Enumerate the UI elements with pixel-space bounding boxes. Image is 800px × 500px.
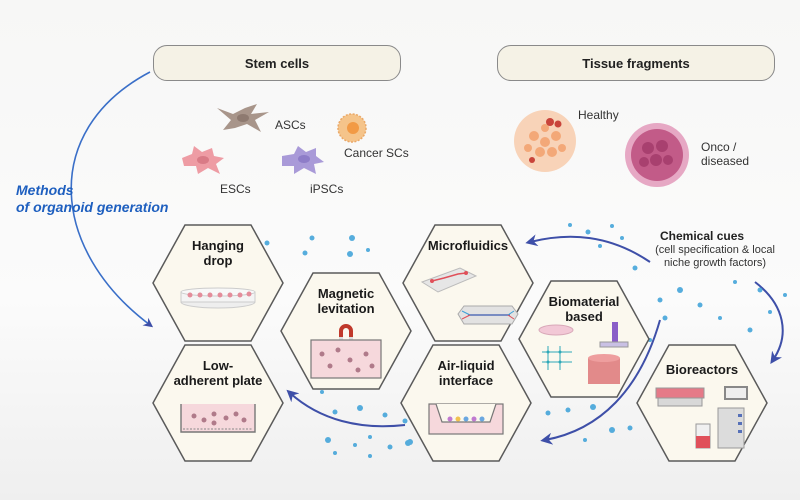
magnetic-levitation-title-1: Magnetic <box>317 286 375 301</box>
microfluidics-title-1: Microfluidics <box>427 238 509 253</box>
method-low-adherent-plate: Low-adherent plate <box>152 344 284 462</box>
air-liquid-title-1: Air-liquid <box>437 358 495 373</box>
arrow-to-low-adherent <box>286 389 406 428</box>
bioreactor-equipment-icon <box>655 386 748 449</box>
low-adherent-title-2: adherent plate <box>173 373 263 388</box>
stem-cells-header: Stem cells <box>153 45 401 81</box>
healthy-tissue-icon <box>514 110 576 172</box>
healthy-label: Healthy <box>578 108 619 122</box>
air-liquid-title-2: interface <box>438 373 494 388</box>
ascs-cell-icon <box>217 104 269 132</box>
method-bioreactors: Bioreactors <box>636 344 768 462</box>
ascs-label: ASCs <box>275 118 306 132</box>
chemical-dots <box>264 223 787 458</box>
biomaterial-scaffold-icon <box>538 322 629 384</box>
methods-label-line2: of organoid generation <box>16 199 169 215</box>
arrow-to-microfluidics <box>525 234 651 263</box>
transwell-icon <box>428 403 504 435</box>
petri-dish-icon <box>180 287 256 309</box>
low-adherent-title-1: Low- <box>202 358 234 373</box>
hanging-drop-title-1: Hanging <box>192 238 244 253</box>
cancer-scs-label: Cancer SCs <box>344 146 409 160</box>
biomaterial-title-2: based <box>565 309 603 324</box>
arrow-to-bioreactors <box>754 281 784 364</box>
cancer-sc-icon <box>337 113 367 143</box>
onco-label-line1: Onco / <box>701 140 737 154</box>
ipscs-cell-icon <box>282 146 324 174</box>
low-adherent-well-icon <box>180 404 256 433</box>
levitation-well-icon <box>310 339 382 379</box>
onco-label-line2: diseased <box>701 154 750 168</box>
bioreactors-title-1: Bioreactors <box>665 362 739 377</box>
chemical-cues-line2: niche growth factors) <box>663 257 767 269</box>
methods-label: Methods of organoid generation <box>16 182 168 216</box>
method-microfluidics: Microfluidics <box>402 224 534 342</box>
onco-tissue-icon <box>625 123 689 187</box>
escs-label: ESCs <box>220 182 251 196</box>
escs-cell-icon <box>182 146 224 174</box>
methods-label-line1: Methods <box>16 182 74 198</box>
arrow-to-air-liquid <box>540 319 661 445</box>
magnetic-levitation-title-2: levitation <box>317 301 375 316</box>
chemical-cues-description: (cell specification & local niche growth… <box>640 244 790 270</box>
magnet-icon <box>339 324 353 340</box>
tissue-fragments-header: Tissue fragments <box>497 45 775 81</box>
hanging-drop-title-2: drop <box>203 253 233 268</box>
arrow-stemcells-to-methods <box>70 71 154 328</box>
biomaterial-title-1: Biomaterial <box>548 294 620 309</box>
ipscs-label: iPSCs <box>310 182 344 196</box>
chemical-cues-line1: (cell specification & local <box>655 244 775 256</box>
chemical-cues-title: Chemical cues <box>660 229 745 243</box>
microfluidic-chip-icon <box>420 267 519 325</box>
